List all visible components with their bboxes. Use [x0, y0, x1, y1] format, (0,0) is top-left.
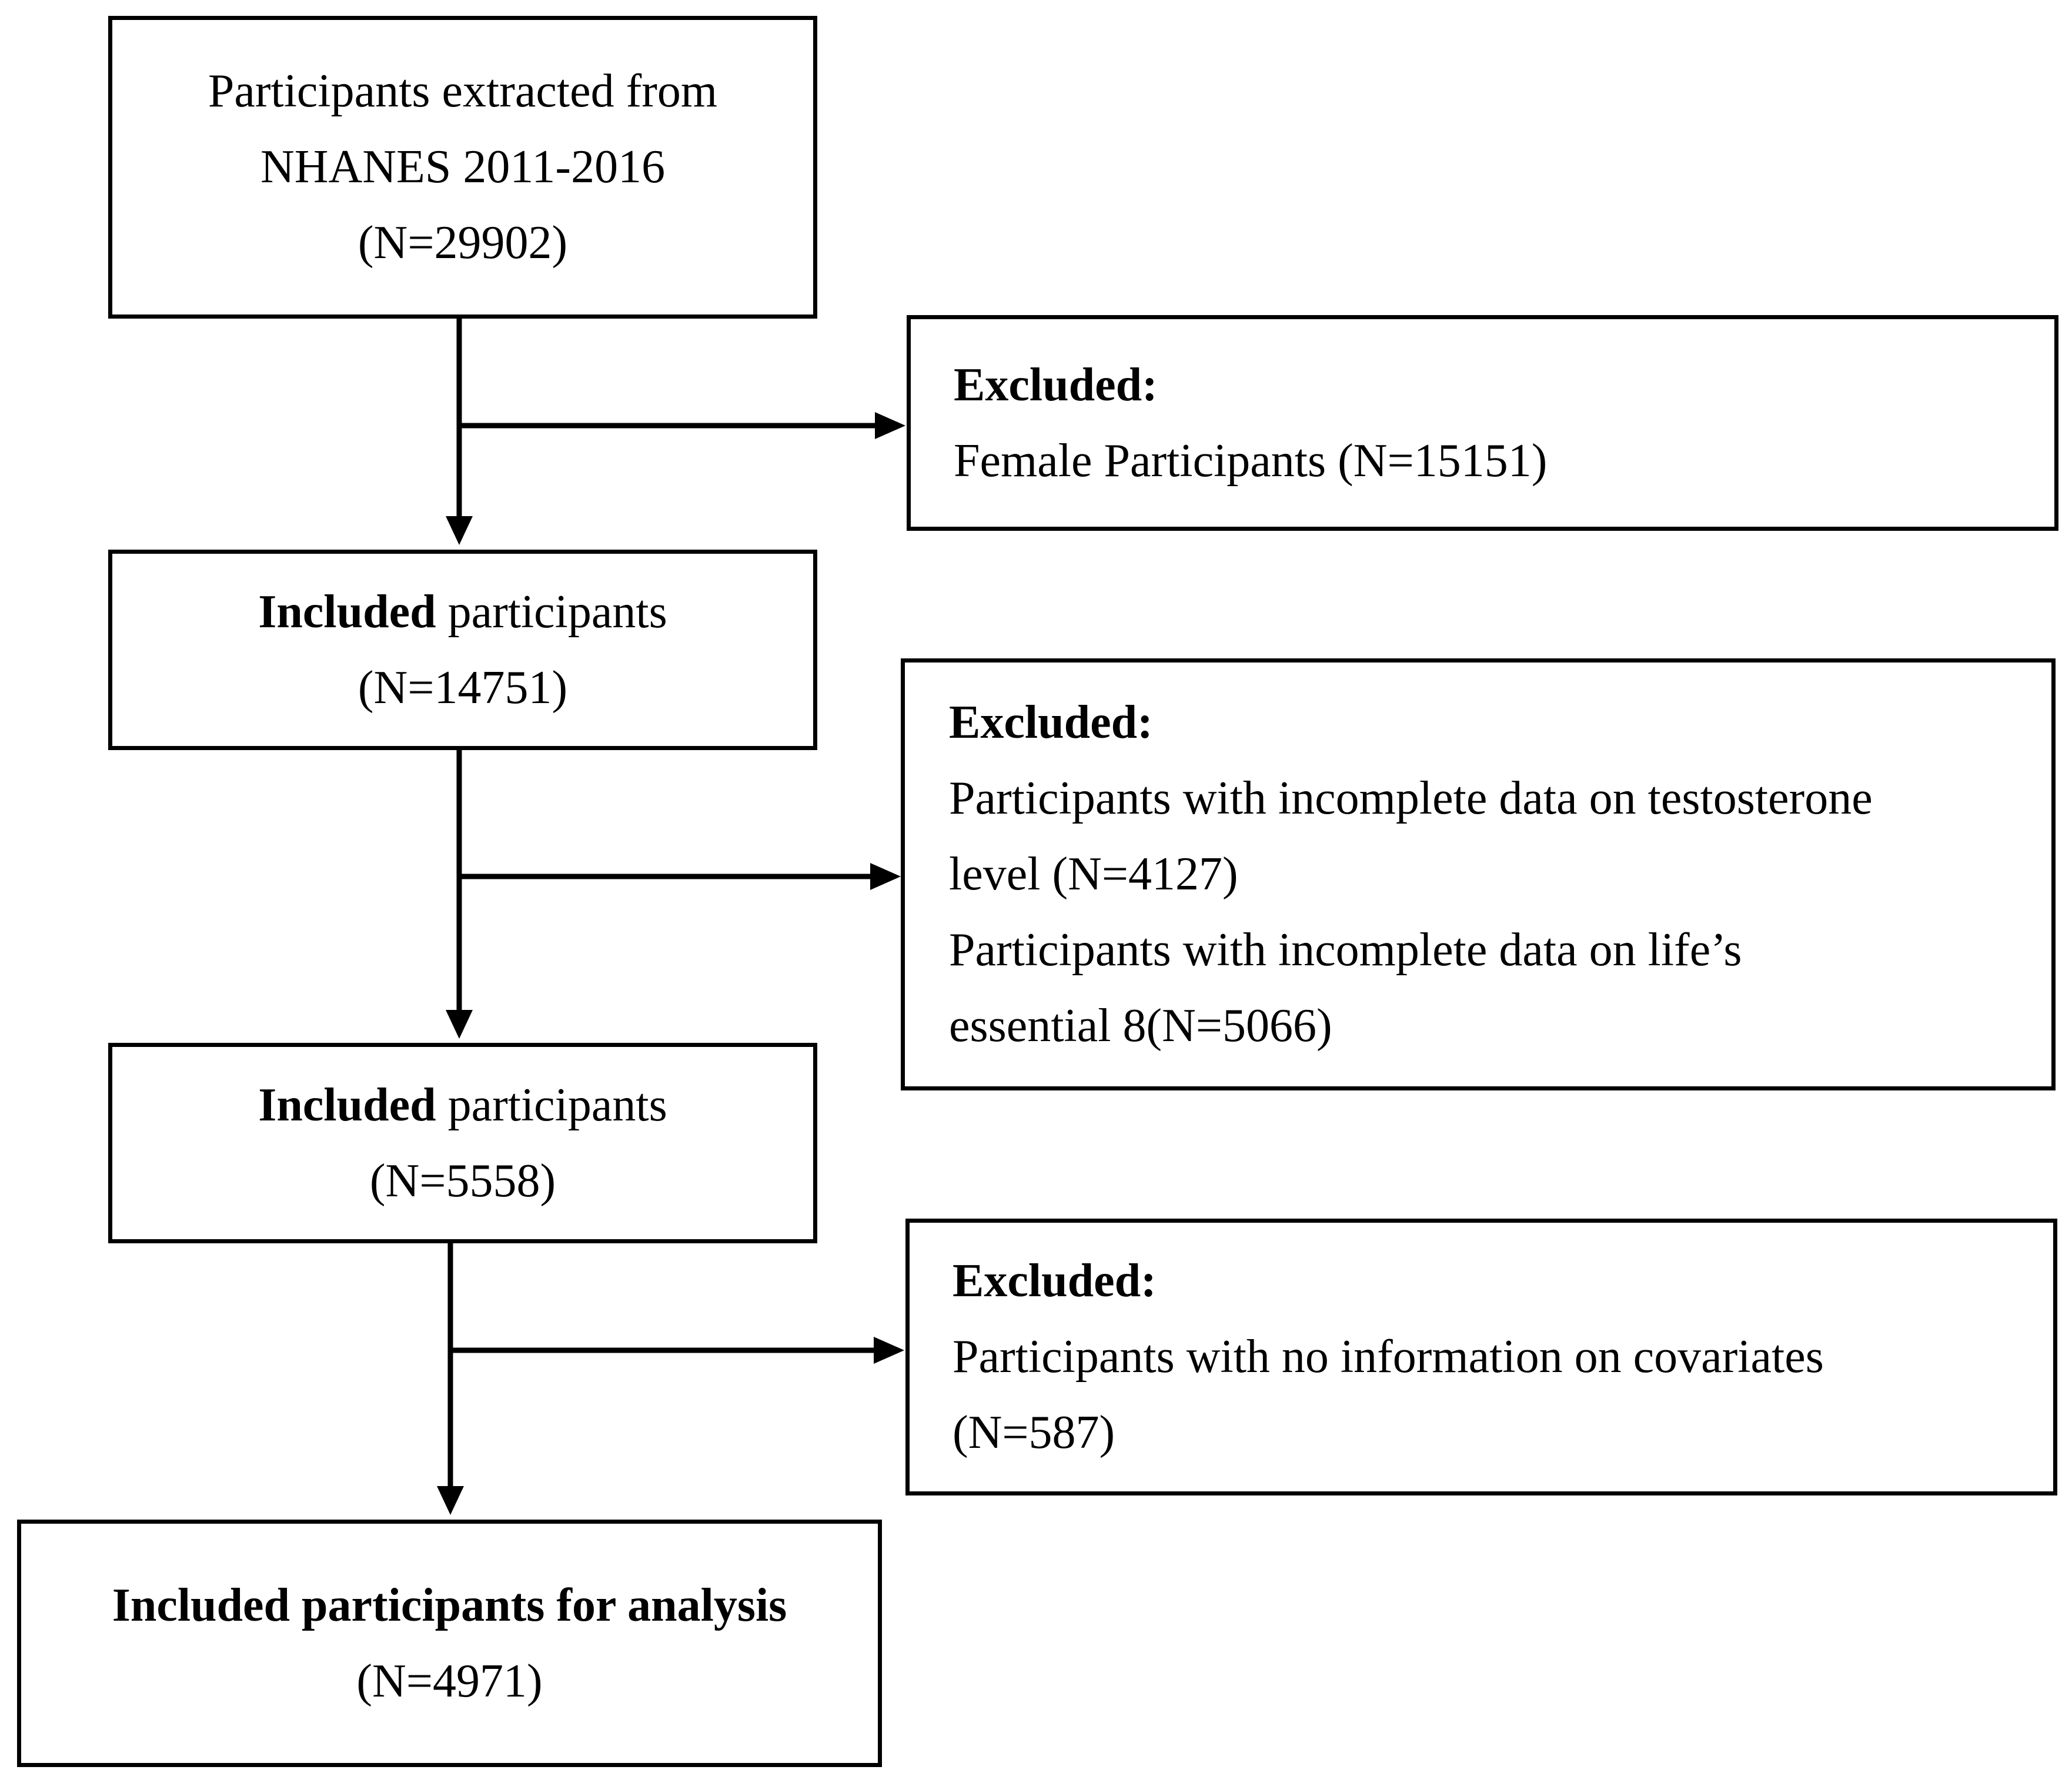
exclusion-2-heading: Excluded: [949, 697, 1153, 748]
box-participants-extracted: Participants extracted from NHANES 2011-… [108, 16, 817, 319]
exclusion-2-line-1: Participants with incomplete data on tes… [949, 772, 1873, 824]
start-line-2: NHANES 2011-2016 [260, 141, 666, 193]
exclusion-3-heading: Excluded: [953, 1255, 1157, 1307]
exclusion-2-line-2: level (N=4127) [949, 848, 1238, 900]
exclusion-1-line-1: Female Participants (N=15151) [954, 434, 1548, 487]
final-count: (N=4971) [356, 1655, 543, 1707]
arrowhead-down-2 [446, 1010, 473, 1039]
included-1-rest: participants [436, 585, 667, 638]
box-final-analysis: Included participants for analysis (N=49… [17, 1520, 882, 1767]
exclusion-2-line-3: Participants with incomplete data on lif… [949, 924, 1742, 976]
exclusion-3-line-1: Participants with no information on cova… [953, 1331, 1824, 1383]
final-title: Included participants for analysis [112, 1579, 787, 1631]
start-line-1: Participants extracted from [208, 65, 718, 117]
box-exclusion-3: Excluded: Participants with no informati… [905, 1219, 2057, 1495]
arrowhead-right-2 [870, 863, 901, 890]
included-1-bold: Included [258, 585, 436, 638]
box-included-participants-2: Included participants (N=5558) [108, 1043, 817, 1243]
arrowhead-right-3 [874, 1337, 904, 1364]
exclusion-3-line-2: (N=587) [953, 1407, 1115, 1458]
included-2-bold: Included [258, 1079, 436, 1131]
included-2-title: Included participants [258, 1068, 667, 1143]
arrowhead-down-3 [437, 1486, 464, 1515]
exclusion-2-line-4: essential 8(N=5066) [949, 1000, 1332, 1052]
exclusion-1-heading: Excluded: [954, 359, 1158, 411]
box-included-participants-1: Included participants (N=14751) [108, 550, 817, 750]
included-2-rest: participants [436, 1079, 667, 1131]
included-1-title: Included participants [258, 574, 667, 650]
arrowhead-down-1 [446, 516, 473, 545]
box-exclusion-1: Excluded: Female Participants (N=15151) [907, 315, 2058, 531]
start-line-3: (N=29902) [357, 217, 568, 269]
included-1-count: (N=14751) [357, 661, 568, 714]
box-exclusion-2: Excluded: Participants with incomplete d… [901, 658, 2056, 1090]
arrowhead-right-1 [875, 412, 905, 439]
included-2-count: (N=5558) [369, 1155, 556, 1207]
